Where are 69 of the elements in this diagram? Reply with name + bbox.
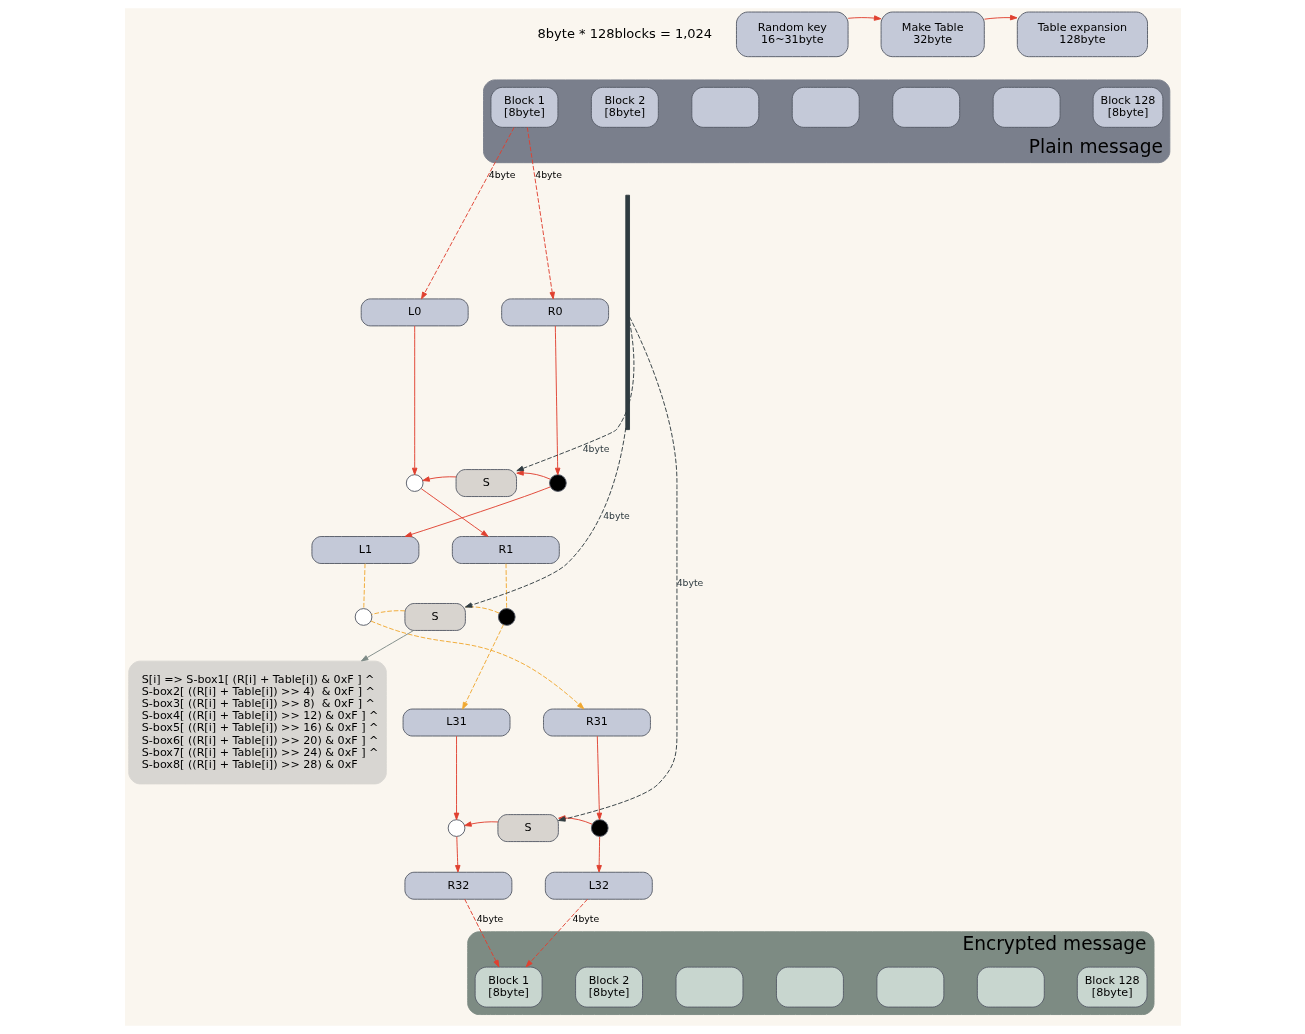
node-box: Table expansion 128byte: [1016, 11, 1148, 58]
arrow: [596, 735, 602, 821]
edge-label: 4byte: [602, 509, 630, 521]
node-box: Block 2 [8byte]: [574, 966, 643, 1008]
edge-label: 4byte: [534, 168, 562, 180]
node-circle: [447, 819, 465, 837]
arrow: [404, 486, 551, 538]
connector: [370, 610, 405, 615]
arrow: [420, 488, 488, 537]
arrow: [515, 470, 551, 480]
node-box: S: [455, 469, 517, 497]
arrow: [454, 836, 460, 873]
arrow: [453, 735, 459, 821]
node-box: [875, 966, 944, 1008]
arrow: [411, 325, 417, 476]
arrow: [369, 620, 584, 710]
node-circle: [354, 608, 372, 626]
label: 8byte * 128blocks = 1,024: [537, 25, 712, 41]
edge-label: 4byte: [571, 912, 599, 924]
node-box: R0: [500, 298, 609, 327]
node-box: L0: [360, 298, 469, 327]
node-box: Block 1 [8byte]: [490, 86, 558, 128]
arrow: [464, 427, 626, 608]
node-circle: [590, 819, 609, 837]
node-circle: [405, 474, 424, 492]
node-box: Block 128 [8byte]: [1092, 86, 1163, 128]
node-box: Random key 16~31byte: [735, 11, 849, 58]
arrow: [421, 476, 456, 482]
node-box: L31: [402, 708, 510, 737]
arrow: [525, 898, 588, 968]
node-box: R32: [403, 871, 512, 900]
node-box: [675, 966, 743, 1008]
connector: [505, 563, 507, 609]
node-box: Make Table 32byte: [880, 11, 985, 58]
arrow: [595, 836, 602, 873]
node-box: Block 1 [8byte]: [474, 966, 543, 1008]
arrow: [983, 14, 1017, 21]
arrow: [847, 15, 881, 21]
node-box: Block 2 [8byte]: [590, 86, 659, 128]
node-circle: [497, 608, 516, 626]
arrow: [554, 325, 560, 476]
edge-label: 4byte: [676, 576, 703, 588]
node-box: L32: [544, 871, 653, 900]
arrow: [360, 630, 414, 662]
connector: [362, 563, 365, 609]
node-box: [690, 86, 759, 128]
node-box: Block 128 [8byte]: [1076, 966, 1148, 1008]
edge-label: 4byte: [488, 168, 515, 180]
node-box: R31: [542, 708, 651, 737]
node-box: [992, 86, 1061, 128]
arrow: [461, 624, 504, 710]
node-box: [791, 86, 860, 128]
arrow: [463, 898, 499, 968]
node-circle: [548, 474, 567, 492]
arrow: [515, 321, 634, 472]
node-box: S: [496, 814, 559, 843]
node-bar: [624, 194, 630, 431]
node-box: L1: [310, 536, 419, 564]
arrow: [463, 821, 498, 827]
node-box: R1: [451, 536, 560, 564]
node-box: [775, 966, 844, 1008]
arrow: [420, 126, 515, 300]
node-box: [976, 966, 1045, 1008]
node-box: S: [403, 603, 466, 631]
edge-label: 4byte: [582, 442, 609, 454]
node-box: S[i] => S-box1[ (R[i] + Table[i]) & 0xF ] ^ S-box2[ ((R[i] + Table[i]) >> 4) & 0xF ] ^ S-box3[ ((R[i] + Table[i]) >> 8) & 0xF ] ^ S-box4[ ((R[i] + Table[i]) >> 12) & 0xF ] ^ S-box5[ ((R[i] + Table[i]) >> 16) & 0xF ] ^ S-box6[ ((R[i] + Table[i]) >> 20) & 0xF ] ^ S-box7[ ((R[i] + Table[i]) >> 24) & 0xF ] ^ S-box8[ ((R[i] + Table[i]) >> 28) & 0xF: [127, 660, 387, 785]
edge-label: 4byte: [476, 912, 503, 924]
arrow: [526, 126, 555, 300]
node-box: [891, 86, 960, 128]
